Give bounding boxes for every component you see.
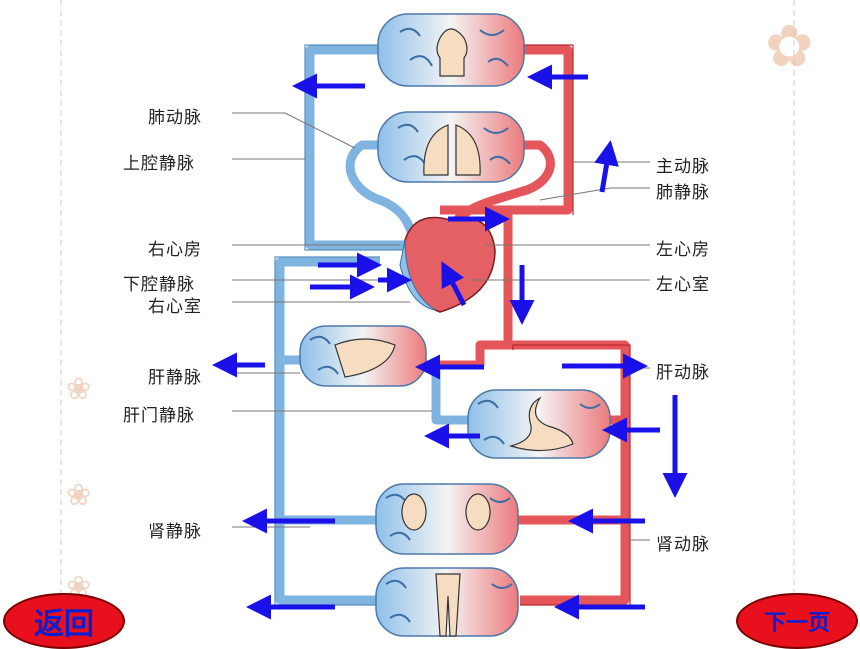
back-button-label: 返回: [34, 607, 94, 642]
back-button[interactable]: 返回: [3, 593, 125, 649]
heart: [399, 216, 496, 313]
label-superior-vena-cava: 上腔静脉: [123, 154, 195, 174]
capillary-bed-head: [377, 13, 525, 87]
label-aorta: 主动脉: [656, 157, 710, 177]
next-page-button[interactable]: 下一页: [736, 593, 858, 649]
label-left-atrium: 左心房: [656, 240, 710, 260]
next-page-button-label: 下一页: [763, 611, 830, 636]
label-pulmonary-artery: 肺动脉: [148, 108, 202, 128]
label-hepatic-vein: 肝静脉: [148, 368, 202, 388]
arrow-aorta-up: [594, 140, 619, 193]
label-hepatic-artery: 肝动脉: [656, 363, 710, 383]
label-hepatic-portal-vein: 肝门静脉: [123, 406, 195, 426]
seal-decoration-large: ✿: [765, 12, 814, 80]
label-inferior-vena-cava: 下腔静脉: [123, 275, 195, 295]
guide-line-right: [793, 0, 795, 645]
label-pulmonary-vein: 肺静脉: [656, 183, 710, 203]
capillary-bed-liver: [299, 325, 427, 387]
arrow-lv-out: [441, 261, 467, 307]
capillary-bed-lungs: [377, 111, 525, 183]
capillary-bed-kidneys: [375, 483, 519, 555]
label-renal-vein: 肾静脉: [148, 522, 202, 542]
flow-arrows: [212, 64, 688, 620]
guide-line-left: [60, 0, 62, 645]
capillary-bed-stomach: [467, 389, 611, 459]
label-renal-artery: 肾动脉: [656, 535, 710, 555]
seal-decoration-small-1: ❀: [66, 372, 92, 407]
label-right-atrium: 右心房: [148, 240, 202, 260]
seal-decoration-small-2: ❀: [66, 478, 92, 513]
label-left-ventricle: 左心室: [656, 275, 710, 295]
capillary-bed-legs: [375, 567, 519, 637]
label-right-ventricle: 右心室: [148, 297, 202, 317]
